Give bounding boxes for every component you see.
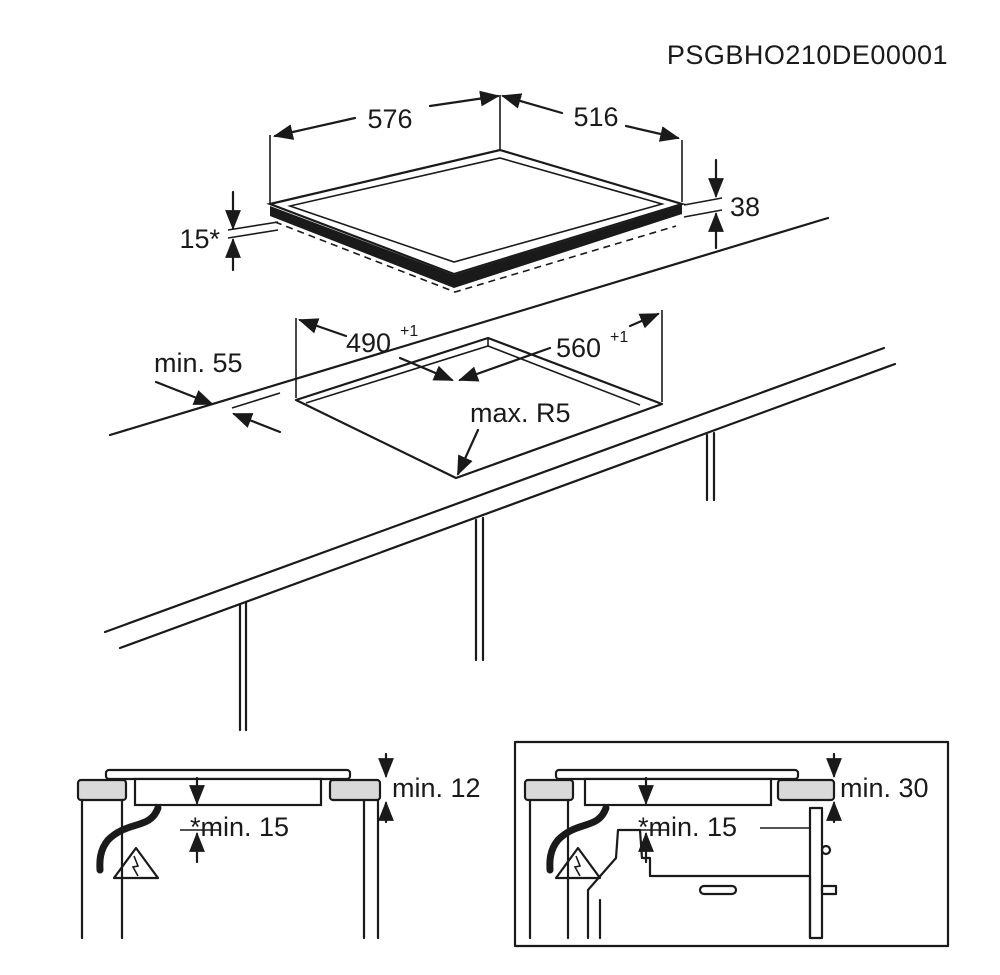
dim-protrusion: 15* xyxy=(179,190,279,272)
label-right-bottom-clearance: *min. 15 xyxy=(638,812,737,842)
label-left-bottom-clearance: *min. 15 xyxy=(190,812,289,842)
label-hob-width: 576 xyxy=(367,104,412,134)
detail-left: *min. 15 min. 12 xyxy=(76,752,481,940)
label-cutout-width: 560 xyxy=(556,333,601,363)
label-cutout-depth: 490 xyxy=(346,328,391,358)
dim-hob-width: 576 xyxy=(269,90,501,203)
dim-hob-depth: 516 xyxy=(501,93,683,202)
label-hob-depth: 516 xyxy=(573,102,618,132)
label-cutout-width-tolerance: +1 xyxy=(610,329,628,346)
worktop xyxy=(103,216,897,732)
dim-cutout-width: 560 +1 xyxy=(458,310,663,402)
drawing-code: PSGBHO210DE00001 xyxy=(667,40,948,70)
label-min-front: min. 55 xyxy=(154,348,243,378)
label-cutout-depth-tolerance: +1 xyxy=(400,323,418,340)
label-right-top-clearance: min. 30 xyxy=(840,773,929,803)
dim-max-radius: max. R5 xyxy=(456,398,571,476)
electric-hazard-icon xyxy=(554,846,602,880)
hob xyxy=(266,148,686,293)
label-protrusion: 15* xyxy=(179,224,220,254)
label-max-radius: max. R5 xyxy=(470,398,571,428)
dim-cutout-depth: 490 +1 xyxy=(295,318,454,398)
label-left-top-clearance: min. 12 xyxy=(392,773,481,803)
label-hob-height: 38 xyxy=(730,192,760,222)
detail-right: *min. 15 min. 30 xyxy=(513,740,950,948)
dim-min-front: min. 55 xyxy=(154,348,282,434)
dim-hob-height: 38 xyxy=(683,158,760,250)
worktop-cutout xyxy=(294,336,664,480)
electric-hazard-icon xyxy=(112,846,160,880)
